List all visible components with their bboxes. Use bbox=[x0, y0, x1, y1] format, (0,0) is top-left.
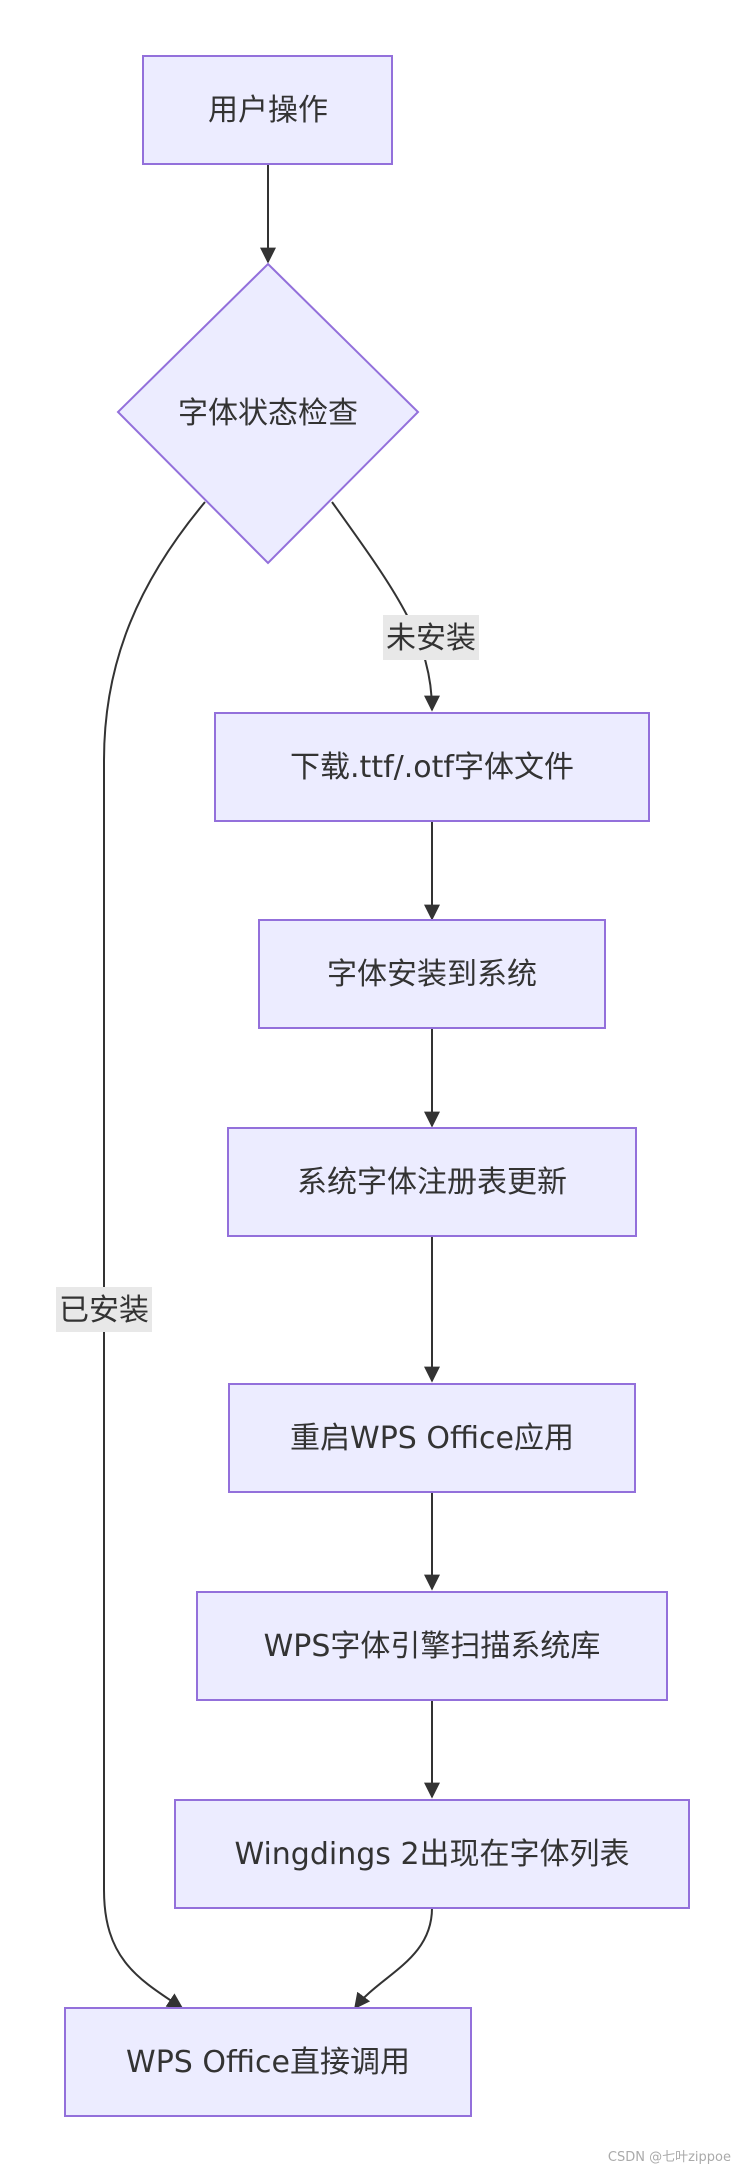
node-install-label: 字体安装到系统 bbox=[327, 957, 537, 992]
node-download-label: 下载.ttf/.otf字体文件 bbox=[290, 750, 574, 785]
edge-label-not-installed: 未安装 bbox=[383, 615, 479, 660]
node-scan: WPS字体引擎扫描系统库 bbox=[196, 1591, 668, 1701]
node-registry-label: 系统字体注册表更新 bbox=[297, 1165, 567, 1200]
node-registry: 系统字体注册表更新 bbox=[227, 1127, 637, 1237]
node-direct-use: WPS Office直接调用 bbox=[64, 2007, 472, 2117]
edge-appear-to-direct-use bbox=[354, 1907, 433, 2010]
watermark-text: CSDN @七叶zippoe bbox=[607, 2150, 731, 2165]
edges bbox=[103, 165, 440, 2010]
node-install: 字体安装到系统 bbox=[258, 919, 606, 1029]
node-appear: Wingdings 2出现在字体列表 bbox=[174, 1799, 690, 1909]
node-scan-label: WPS字体引擎扫描系统库 bbox=[264, 1629, 601, 1664]
node-font-check-label: 字体状态检查 bbox=[178, 396, 358, 431]
edge-font-check-to-download bbox=[331, 501, 440, 712]
node-appear-label: Wingdings 2出现在字体列表 bbox=[234, 1837, 629, 1872]
edge-label-not-installed-text: 未安装 bbox=[386, 621, 476, 656]
node-font-check-decision: 字体状态检查 bbox=[116, 262, 420, 565]
node-restart: 重启WPS Office应用 bbox=[228, 1383, 636, 1493]
node-user-action: 用户操作 bbox=[142, 55, 393, 165]
node-restart-label: 重启WPS Office应用 bbox=[290, 1421, 574, 1456]
node-user-action-label: 用户操作 bbox=[208, 93, 328, 128]
node-download: 下载.ttf/.otf字体文件 bbox=[214, 712, 650, 822]
edge-font-check-to-direct-use bbox=[103, 501, 206, 2009]
edge-label-installed: 已安装 bbox=[56, 1287, 152, 1332]
node-direct-use-label: WPS Office直接调用 bbox=[126, 2045, 410, 2080]
edge-label-installed-text: 已安装 bbox=[59, 1293, 149, 1328]
